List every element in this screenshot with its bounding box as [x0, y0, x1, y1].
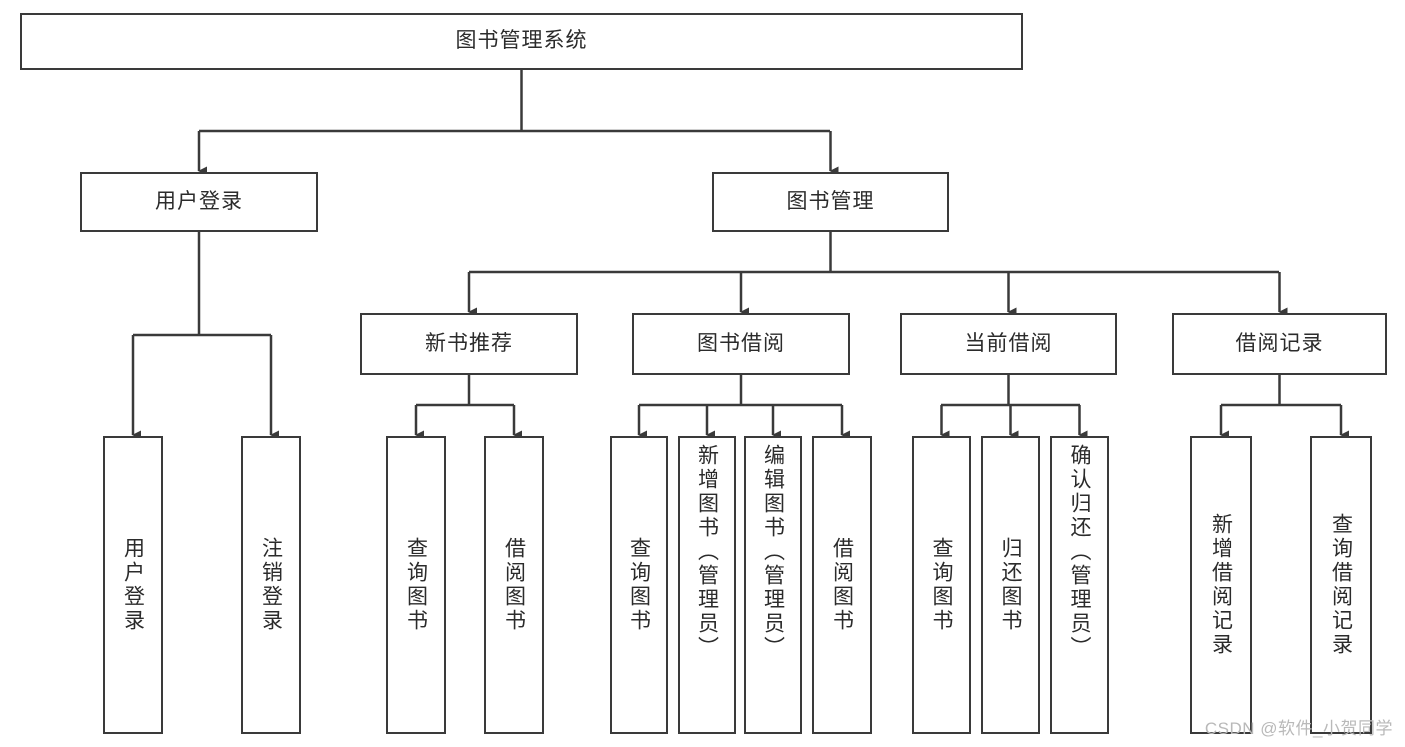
node-leaf-borrow-borrow-book[interactable]: 借阅图书 — [812, 436, 872, 734]
node-label: 用户登录 — [155, 189, 243, 213]
node-label: 确认归还（管理员） — [1068, 444, 1091, 660]
node-label: 图书管理 — [786, 189, 875, 213]
node-label: 归还图书 — [999, 537, 1022, 633]
node-leaf-current-return-book[interactable]: 归还图书 — [981, 436, 1040, 734]
node-leaf-record-add[interactable]: 新增借阅记录 — [1190, 436, 1252, 734]
node-book-manage[interactable]: 图书管理 — [712, 172, 949, 232]
node-label: 查询图书 — [404, 537, 428, 633]
node-borrow-record[interactable]: 借阅记录 — [1172, 313, 1387, 375]
node-label: 查询图书 — [930, 537, 953, 633]
node-label: 注销登录 — [259, 537, 283, 633]
node-book-borrow[interactable]: 图书借阅 — [632, 313, 850, 375]
node-new-book-rec[interactable]: 新书推荐 — [360, 313, 578, 375]
node-leaf-current-confirm-return[interactable]: 确认归还（管理员） — [1050, 436, 1109, 734]
node-label: 编辑图书（管理员） — [761, 444, 785, 660]
node-label: 新增图书（管理员） — [695, 444, 719, 660]
node-label: 图书借阅 — [697, 331, 785, 355]
node-leaf-user-login[interactable]: 用户登录 — [103, 436, 163, 734]
node-current-borrow[interactable]: 当前借阅 — [900, 313, 1117, 375]
node-root[interactable]: 图书管理系统 — [20, 13, 1023, 70]
node-leaf-borrow-query-book[interactable]: 查询图书 — [610, 436, 668, 734]
node-leaf-user-logout[interactable]: 注销登录 — [241, 436, 301, 734]
node-label: 新书推荐 — [425, 331, 513, 355]
node-label: 借阅图书 — [502, 537, 526, 633]
node-leaf-rec-query-book[interactable]: 查询图书 — [386, 436, 446, 734]
edges-group — [131, 70, 1349, 440]
node-label: 借阅图书 — [830, 537, 854, 633]
node-label: 图书管理系统 — [455, 29, 588, 53]
node-leaf-borrow-edit-book[interactable]: 编辑图书（管理员） — [744, 436, 802, 734]
node-label: 查询借阅记录 — [1329, 513, 1353, 657]
node-label: 借阅记录 — [1235, 331, 1324, 355]
node-label: 当前借阅 — [964, 331, 1053, 355]
node-label: 查询图书 — [627, 537, 651, 633]
node-leaf-rec-borrow-book[interactable]: 借阅图书 — [484, 436, 544, 734]
node-label: 用户登录 — [121, 537, 145, 633]
node-leaf-borrow-add-book[interactable]: 新增图书（管理员） — [678, 436, 736, 734]
watermark: CSDN @软件_小贺同学 — [1204, 719, 1393, 738]
node-user-login[interactable]: 用户登录 — [80, 172, 318, 232]
node-leaf-current-query-book[interactable]: 查询图书 — [912, 436, 971, 734]
node-label: 新增借阅记录 — [1209, 513, 1233, 657]
node-leaf-record-query[interactable]: 查询借阅记录 — [1310, 436, 1372, 734]
